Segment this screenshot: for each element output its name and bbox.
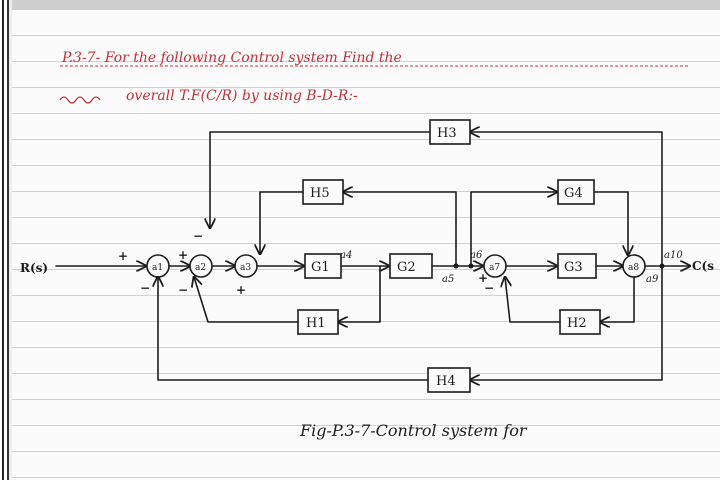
svg-text:a2: a2 <box>195 263 206 273</box>
block-h4: H4 <box>427 367 471 393</box>
problem-title: P.3-7- For the following Control system … <box>61 50 402 66</box>
notebook-sheet: P.3-7- For the following Control system … <box>12 10 720 480</box>
point-a9-label: a9 <box>646 274 659 285</box>
block-diagram: P.3-7- For the following Control system … <box>20 50 714 440</box>
output-label: C(s <box>692 259 714 273</box>
svg-text:a1: a1 <box>152 263 163 273</box>
node-a1: a1 <box>146 254 170 278</box>
block-h1: H1 <box>297 309 339 335</box>
wave-mark <box>59 96 101 104</box>
svg-text:H5: H5 <box>310 186 330 201</box>
h4-feedback-in <box>470 265 663 380</box>
a7-minus-sign: − <box>484 281 494 295</box>
block-h3: H3 <box>429 119 471 145</box>
node-a8: a8 <box>622 254 646 278</box>
a1-plus-sign: + <box>118 249 128 263</box>
h2-feedback-in <box>600 276 635 322</box>
block-g2: G2 <box>389 253 433 279</box>
block-g4: G4 <box>557 179 595 205</box>
a7-plus-sign: + <box>478 271 488 285</box>
block-h5: H5 <box>302 179 344 205</box>
h5-feedback-in <box>343 192 457 267</box>
window-top-edge <box>0 0 720 10</box>
svg-text:a8: a8 <box>628 263 639 273</box>
h3-feedback-in <box>470 132 663 267</box>
a2-h1-minus-sign: − <box>178 283 188 297</box>
node-a2: a2 <box>189 254 213 278</box>
h2-feedback-out <box>505 277 561 323</box>
point-a5-label: a5 <box>442 274 454 285</box>
block-h2: H2 <box>559 309 601 335</box>
a2-h3-minus-sign: − <box>193 229 203 243</box>
svg-text:H3: H3 <box>437 126 457 141</box>
node-a7: a7 <box>483 254 507 278</box>
h5-feedback-out <box>260 191 304 254</box>
svg-text:H1: H1 <box>306 316 326 331</box>
input-label: R(s) <box>20 261 48 275</box>
svg-text:a7: a7 <box>489 263 500 273</box>
point-a10-label: a10 <box>664 250 683 261</box>
node-a3: a3 <box>234 254 258 278</box>
problem-subtitle: overall T.F(C/R) by using B-D-R:- <box>126 88 358 104</box>
svg-text:H4: H4 <box>436 374 456 389</box>
a3-plus-sign: + <box>236 283 246 297</box>
block-g3: G3 <box>557 253 597 279</box>
svg-text:G3: G3 <box>564 260 583 275</box>
figure-caption: Fig-P.3-7-Control system for <box>299 421 528 440</box>
block-g1: G1 <box>304 253 342 279</box>
h1-feedback-in <box>338 265 381 322</box>
h4-feedback-out <box>158 277 429 381</box>
window-left-border <box>0 0 12 480</box>
svg-text:G1: G1 <box>311 260 330 275</box>
a2-plus-sign: + <box>178 248 188 262</box>
h3-feedback-out <box>210 131 431 228</box>
svg-text:G4: G4 <box>564 186 583 201</box>
a1-minus-sign: − <box>140 281 150 295</box>
svg-text:a3: a3 <box>240 263 251 273</box>
svg-text:H2: H2 <box>567 316 587 331</box>
g4-branch-out <box>593 191 628 255</box>
point-a4-label: a4 <box>340 250 352 261</box>
g4-branch-in <box>470 192 557 267</box>
h1-feedback-out <box>194 277 299 323</box>
svg-text:G2: G2 <box>397 260 416 275</box>
point-a6-label: a6 <box>470 250 483 261</box>
